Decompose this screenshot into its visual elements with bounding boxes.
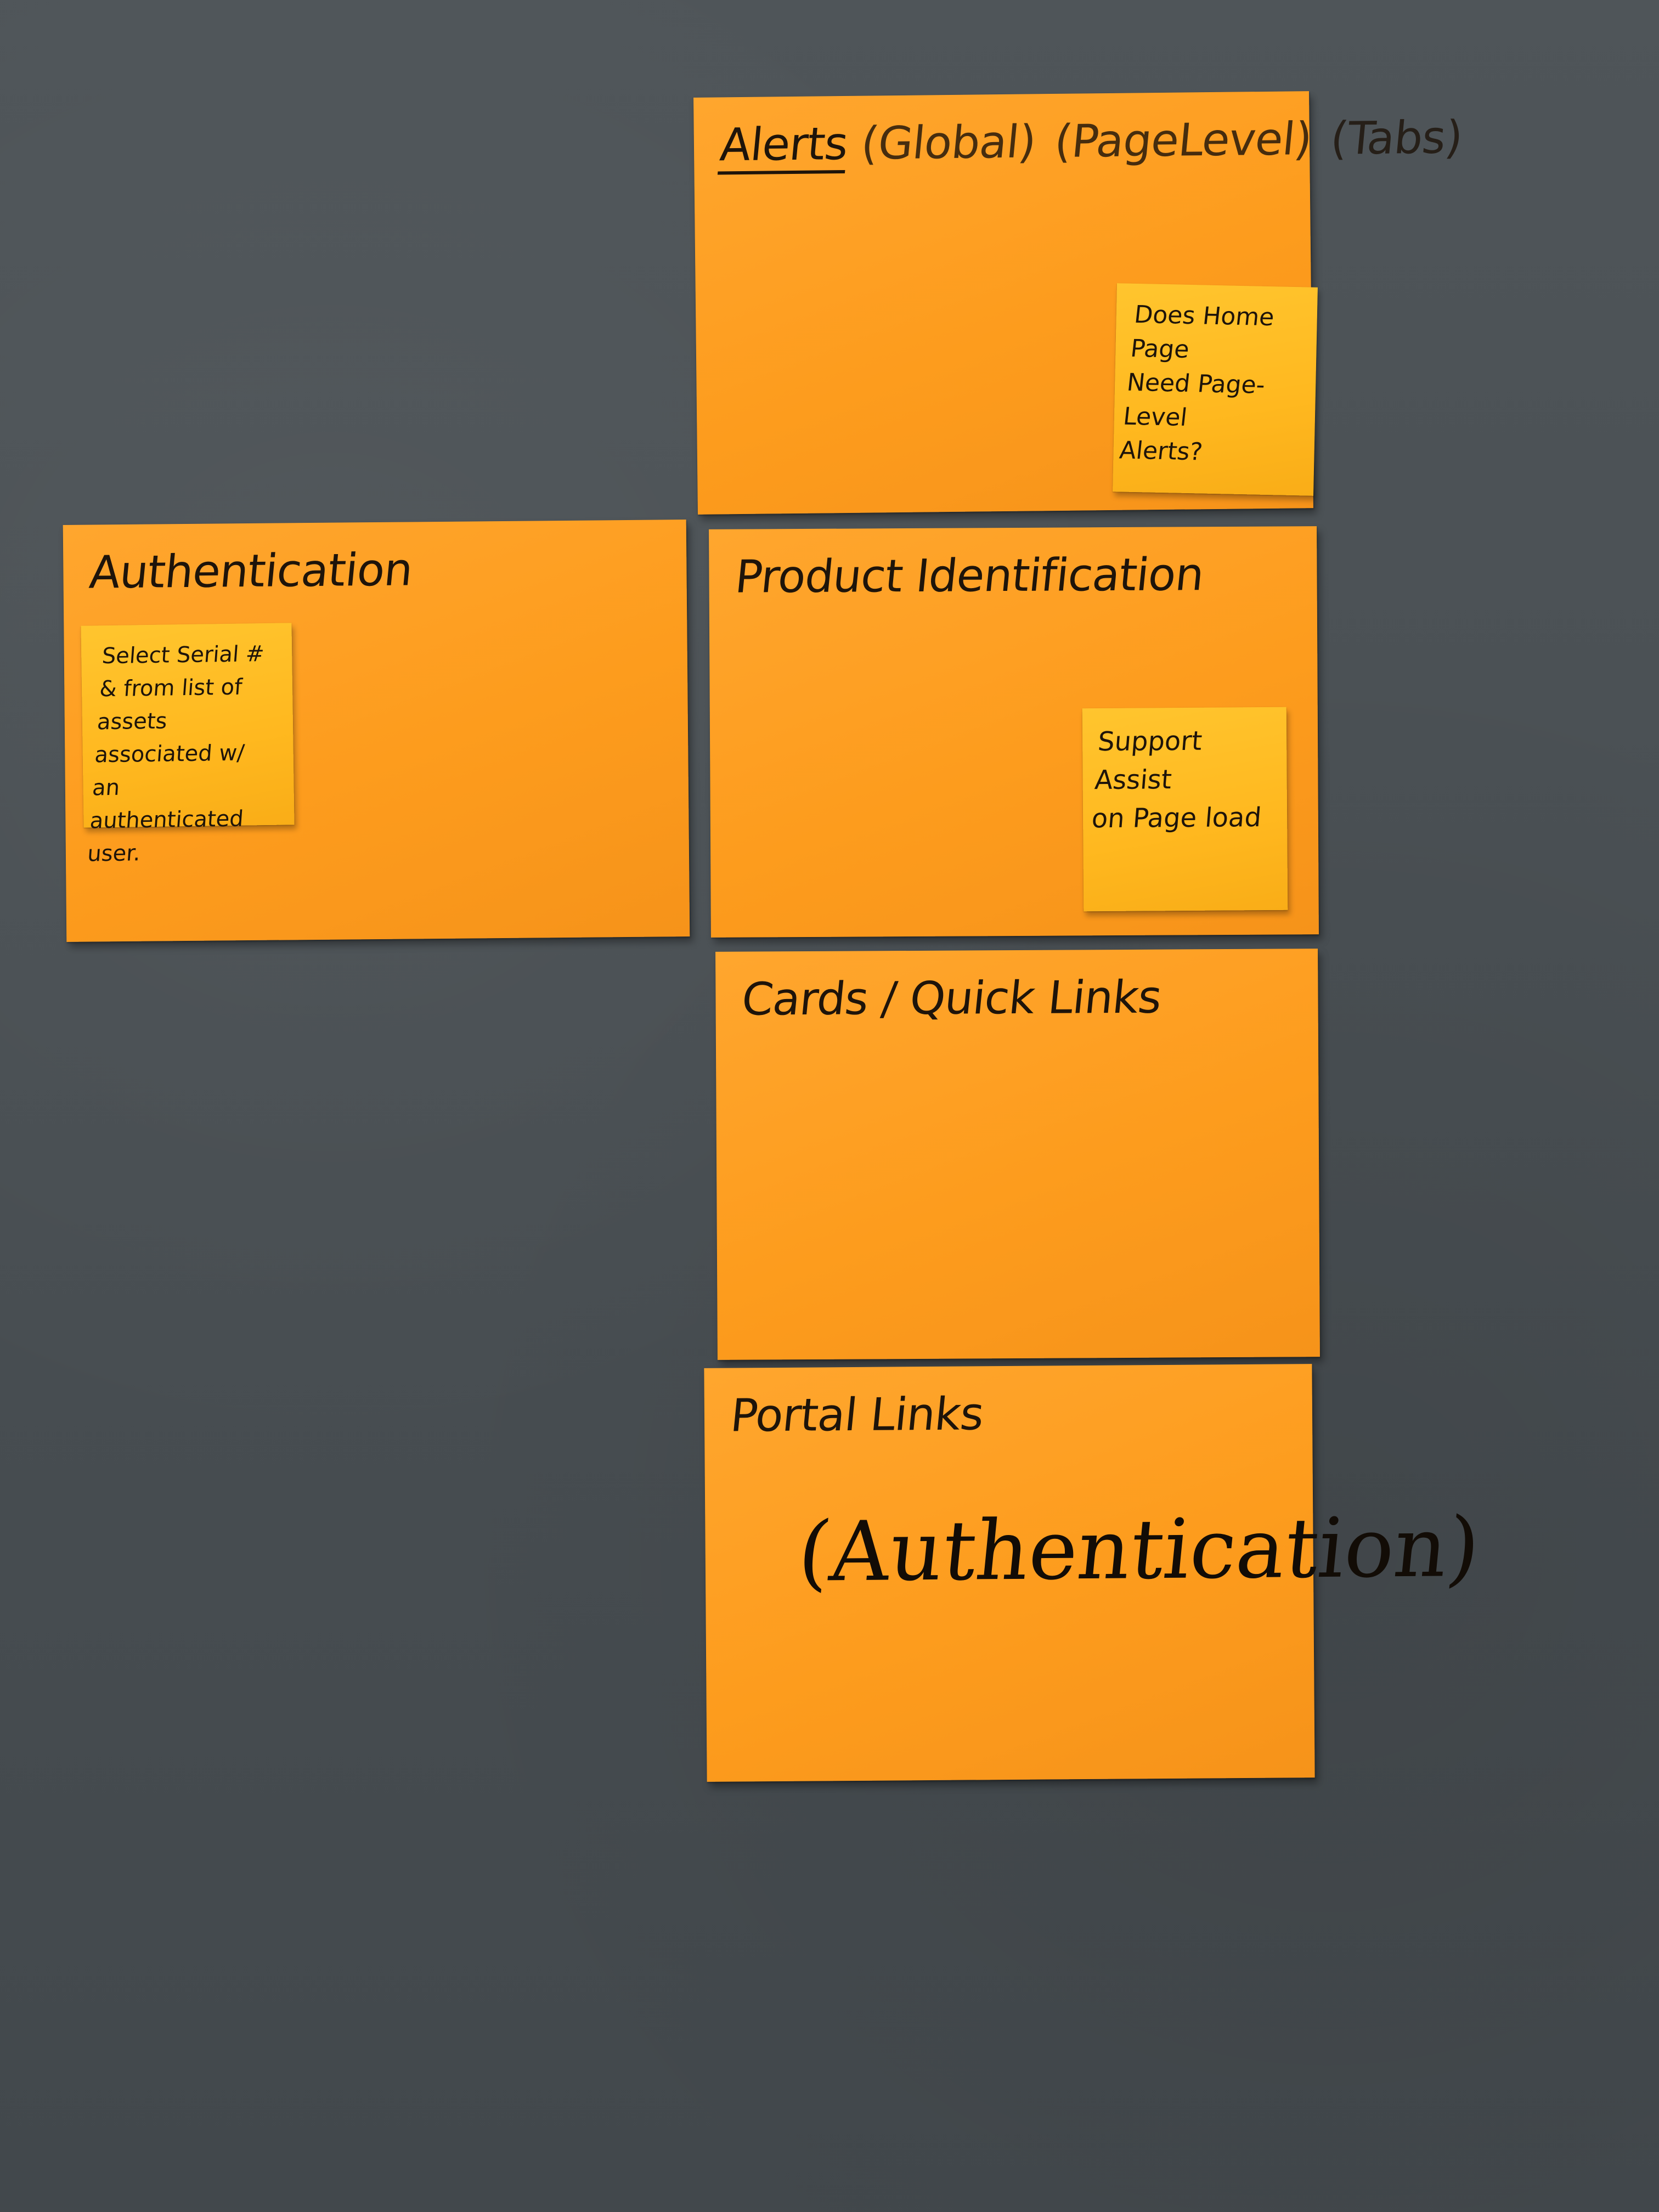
- sticky-note-product-identification: Support Assist on Page load: [1082, 707, 1288, 912]
- card-title-portal-links: Portal Links: [728, 1388, 986, 1442]
- card-title-product-identification: Product Identification: [732, 549, 1206, 603]
- sticky-text-alerts: Does Home Page Need Page-Level Alerts?: [1118, 300, 1276, 466]
- sticky-text-authentication: Select Serial # & from list of assets as…: [86, 641, 266, 867]
- card-portal-links: Portal Links (Authentication): [704, 1364, 1484, 1782]
- portal-links-note: (Authentication): [794, 1499, 1485, 1600]
- alerts-title-page-level: (PageLevel): [1052, 113, 1314, 168]
- alerts-title-global: (Global): [859, 116, 1038, 170]
- card-title-cards-quick-links: Cards / Quick Links: [739, 971, 1164, 1026]
- card-title-alerts: Alerts (Global) (PageLevel) (Tabs): [717, 111, 1470, 175]
- sticky-note-alerts: Does Home Page Need Page-Level Alerts?: [1113, 283, 1318, 496]
- alerts-title-tabs: (Tabs): [1328, 111, 1465, 165]
- alerts-title-main: Alerts: [717, 118, 850, 175]
- card-title-authentication: Authentication: [87, 544, 415, 599]
- sticky-text-product-identification: Support Assist on Page load: [1090, 725, 1263, 834]
- sticky-note-authentication: Select Serial # & from list of assets as…: [81, 623, 295, 867]
- card-cards-quick-links: Cards / Quick Links: [715, 949, 1320, 1360]
